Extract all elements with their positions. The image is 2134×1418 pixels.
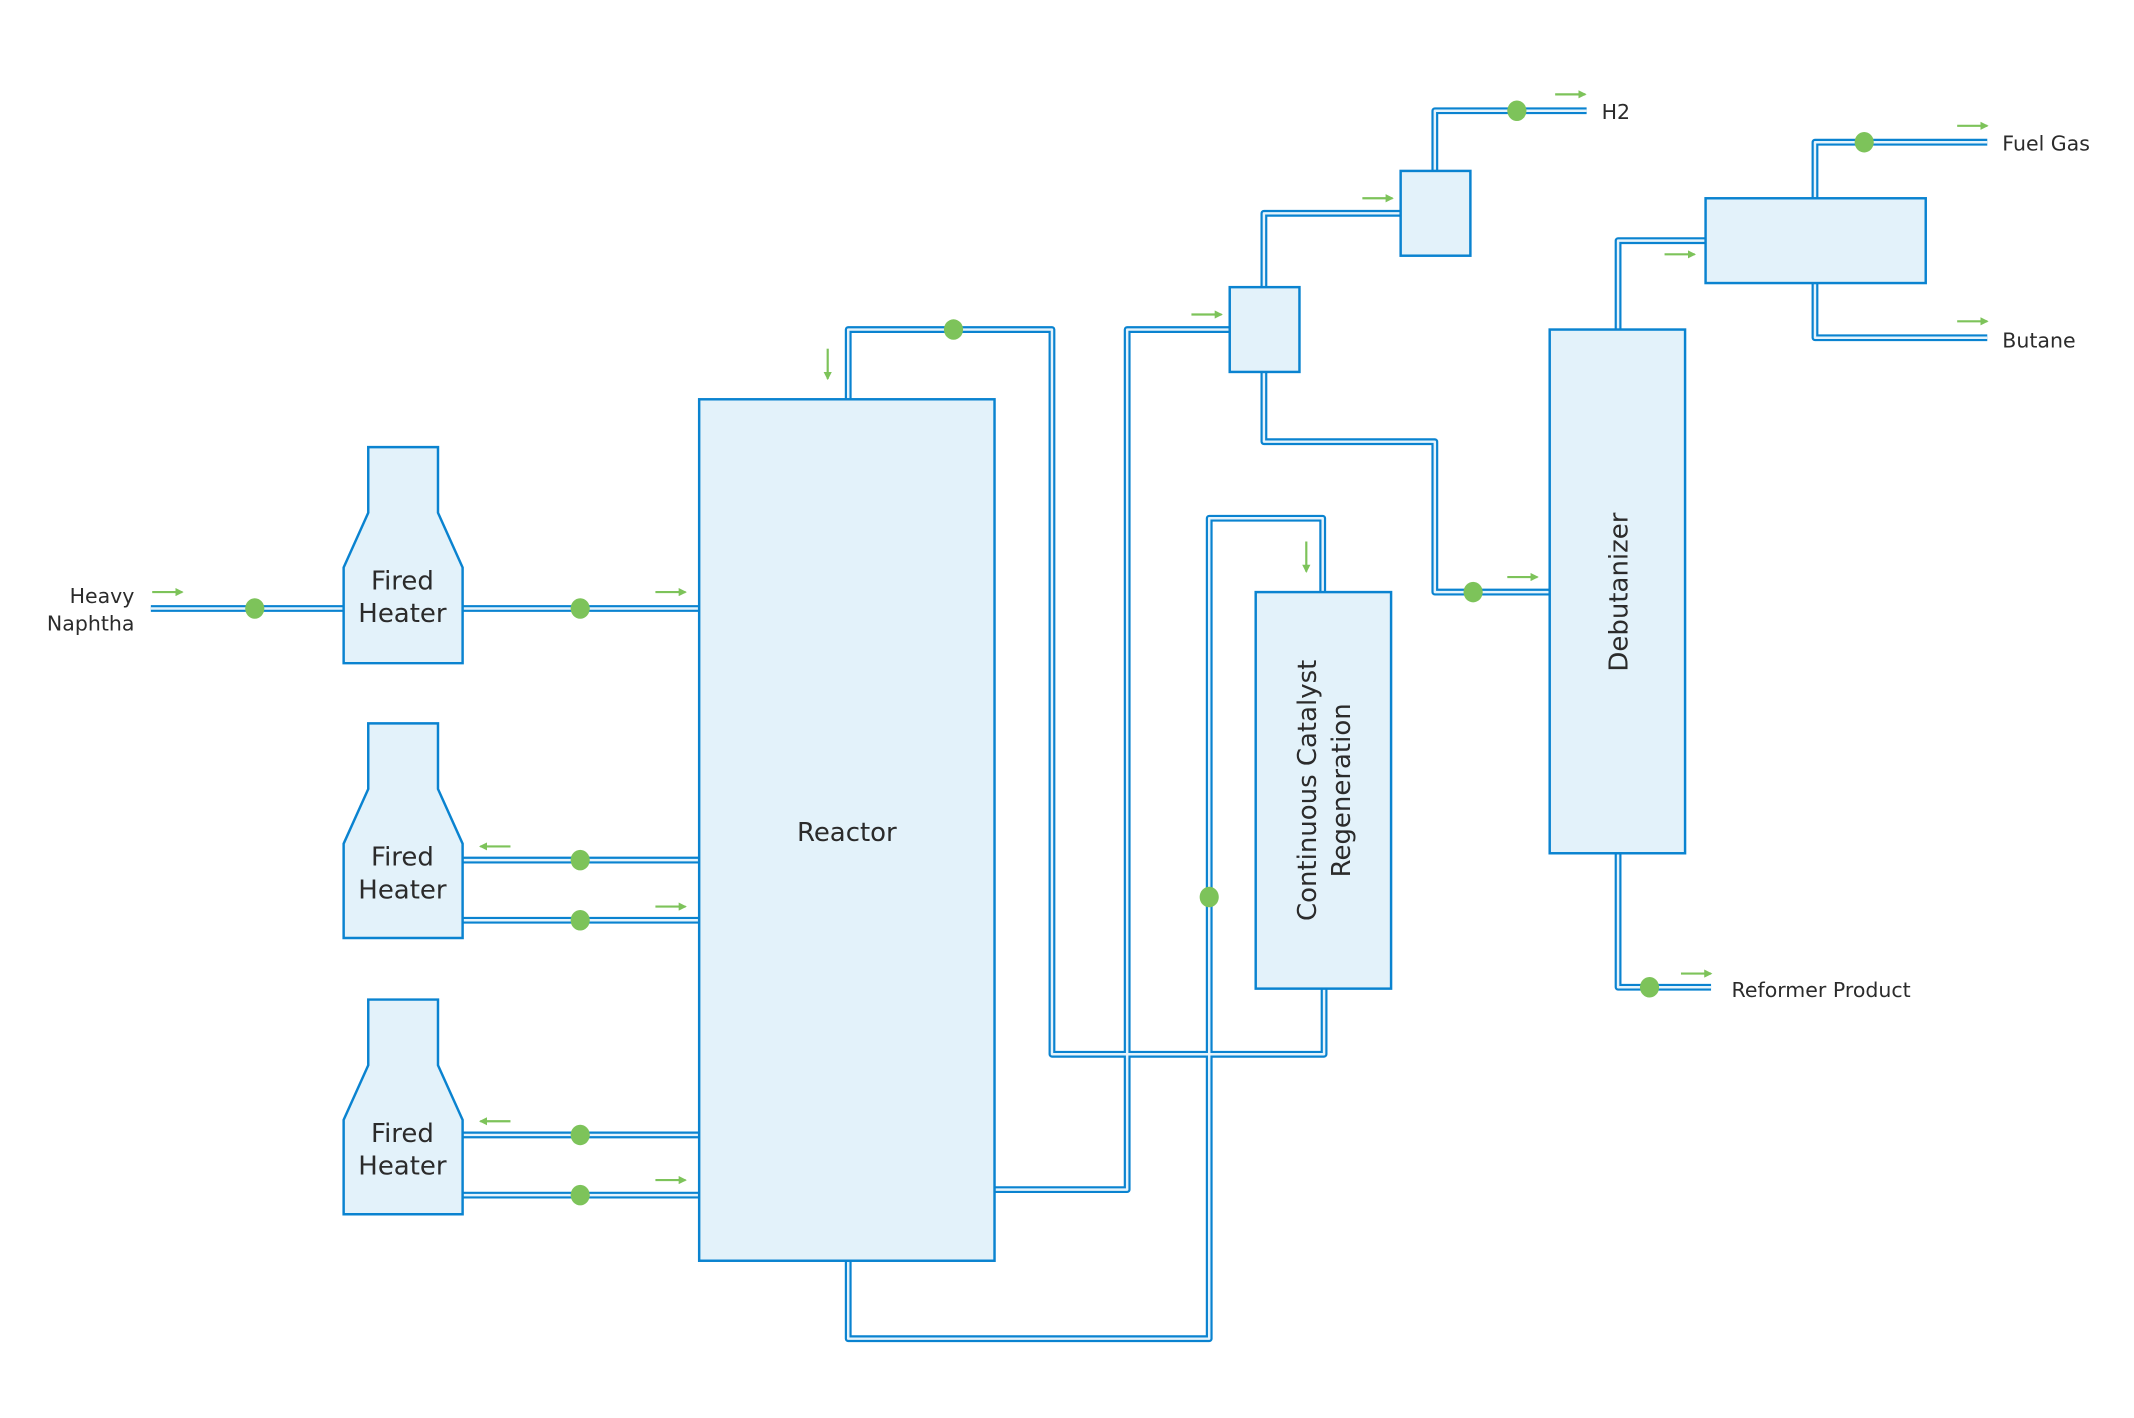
heater-label: Heater [358, 1152, 447, 1182]
valve-icon[interactable] [570, 849, 590, 871]
h2-label: H2 [1602, 100, 1630, 124]
valves [245, 100, 1874, 1206]
valve-icon[interactable] [1199, 886, 1219, 908]
reactor-label: Reactor [797, 818, 897, 848]
valve-icon[interactable] [1639, 977, 1660, 998]
valve-icon[interactable] [570, 598, 590, 619]
valve-icon[interactable] [1507, 100, 1527, 122]
debutanizer[interactable]: Debutanizer [1548, 328, 1687, 855]
pipes [150, 107, 1988, 1343]
pipe-core [1433, 109, 1587, 173]
overhead-separator[interactable] [1704, 197, 1927, 285]
fuel-gas-label: Fuel Gas [2002, 131, 2090, 155]
debutanizer-label: Debutanizer [1605, 512, 1635, 671]
pipe-reactor-separator [993, 326, 1232, 1194]
pipe-core [993, 328, 1232, 1191]
valve-icon[interactable] [943, 319, 964, 340]
fired-heater-2[interactable]: Fired Heater [342, 722, 464, 940]
valve-icon[interactable] [570, 1184, 590, 1206]
reactor[interactable]: Reactor [697, 398, 996, 1262]
heater-label: Heater [358, 599, 447, 629]
valve-icon[interactable] [570, 1124, 590, 1146]
fired-heater-1[interactable]: Fired Heater [342, 445, 464, 665]
flow-arrows [152, 90, 1989, 1185]
units: Fired Heater Fired Heater Fired Heater R… [342, 169, 1927, 1262]
pipe-butane [1811, 281, 1988, 342]
ccr-unit[interactable]: Continuous Catalyst Regeneration [1254, 590, 1393, 990]
pipe-separator1-separator2 [1260, 209, 1403, 289]
reformer-product-label: Reformer Product [1732, 978, 1911, 1002]
pipe-core [846, 328, 1326, 1056]
pipe-core [1813, 140, 1988, 200]
pipe-core [846, 517, 1324, 1340]
heater-label: Fired [371, 843, 434, 873]
ccr-label: Continuous Catalyst [1293, 660, 1323, 921]
pipe-core [1616, 239, 1707, 331]
pipe-fuel-gas [1811, 138, 1988, 200]
valve-icon[interactable] [1463, 581, 1483, 603]
pipe-reformer-product [1614, 851, 1712, 991]
heater-label: Fired [371, 1119, 434, 1149]
feed-label: Naphtha [47, 611, 135, 635]
butane-label: Butane [2002, 328, 2075, 352]
pipe-core [1262, 212, 1403, 289]
feed-label: Heavy [70, 584, 135, 608]
stream-labels: Heavy Naphtha H2 Fuel Gas Butane Reforme… [47, 100, 2090, 1002]
heater-label: Heater [358, 875, 447, 905]
valve-icon[interactable] [570, 910, 590, 931]
ccr-label: Regeneration [1327, 703, 1357, 877]
fired-heater-3[interactable]: Fired Heater [342, 998, 464, 1216]
pipe-core [1616, 851, 1712, 989]
separator-2[interactable] [1399, 169, 1472, 257]
pipe-h2 [1431, 107, 1587, 173]
separator-1[interactable] [1228, 285, 1301, 374]
valve-icon[interactable] [245, 598, 265, 619]
heater-label: Fired [371, 566, 434, 596]
valve-icon[interactable] [1854, 131, 1874, 153]
pipe-core [1813, 281, 1988, 339]
